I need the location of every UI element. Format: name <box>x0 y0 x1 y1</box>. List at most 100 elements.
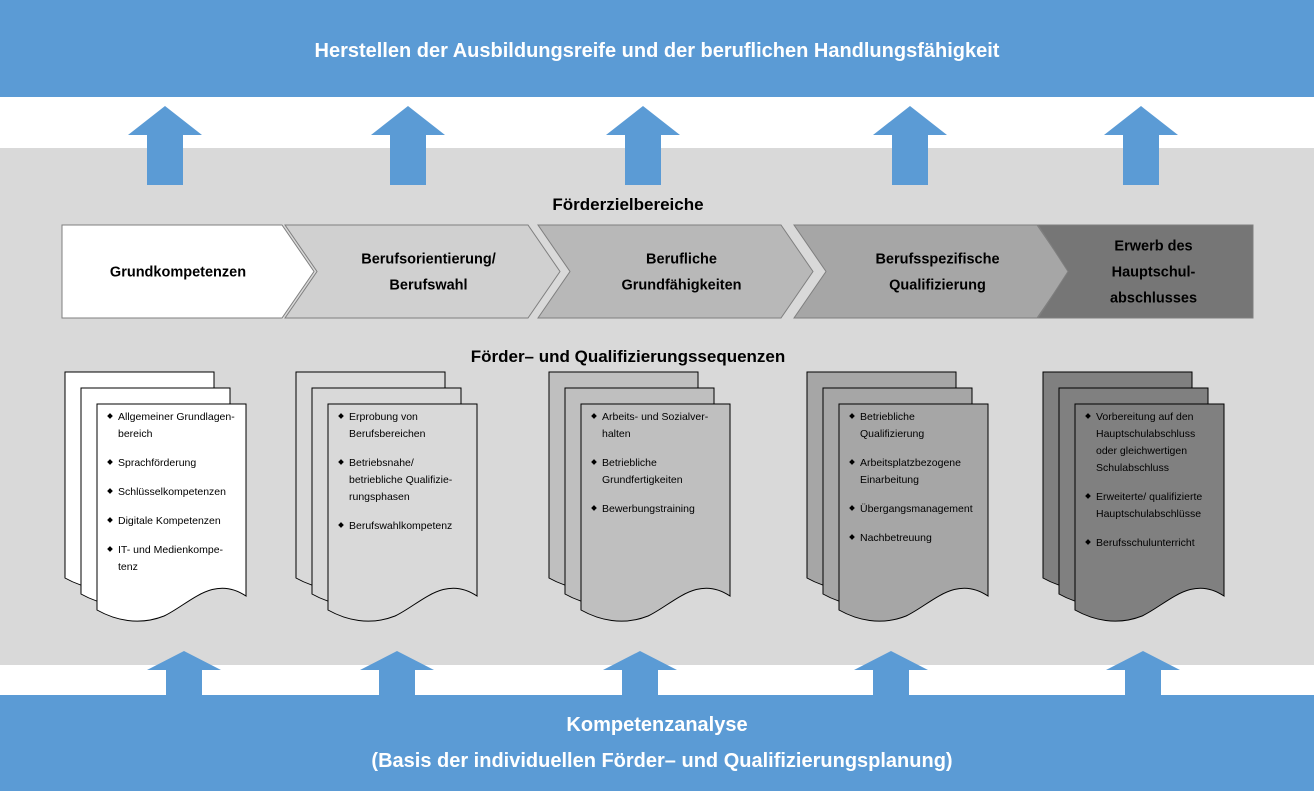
bullet-icon <box>849 534 855 540</box>
document-stack-3: Arbeits- und Sozialver-haltenBetrieblich… <box>548 371 731 622</box>
stack-item-text: Allgemeiner Grundlagen- <box>118 411 235 423</box>
chevron-shape <box>1037 224 1254 319</box>
up-arrow-top-3 <box>606 106 680 185</box>
stack-item-text: Berufswahlkompetenz <box>349 520 452 532</box>
up-arrow-top-2 <box>371 106 445 185</box>
bullet-icon <box>107 413 113 419</box>
document-sheet <box>1074 403 1225 622</box>
top-banner-text: Herstellen der Ausbildungsreife und der … <box>315 40 1000 62</box>
document-stack-2: Erprobung vonBerufsbereichenBetriebsnahe… <box>295 371 478 622</box>
chevron-shape <box>793 224 1070 319</box>
stack-item-text: Grundfertigkeiten <box>602 474 683 486</box>
document-sheet <box>580 403 731 622</box>
up-arrow-bottom-2 <box>360 651 434 700</box>
top-banner: Herstellen der Ausbildungsreife und der … <box>0 0 1314 97</box>
stack-item-text: Hauptschulabschluss <box>1096 428 1195 440</box>
up-arrow-top-4 <box>873 106 947 185</box>
bullet-icon <box>107 488 113 494</box>
stack-item-text: Berufsbereichen <box>349 428 426 440</box>
chevron-shape <box>537 224 814 319</box>
document-stack-1: Allgemeiner Grundlagen-bereichSprachförd… <box>64 371 247 622</box>
stack-item-text: Erweiterte/ qualifizierte <box>1096 491 1202 503</box>
up-arrow-bottom-5 <box>1106 651 1180 700</box>
stack-item-text: bereich <box>118 428 153 440</box>
chevron-label: Hauptschul- <box>1112 265 1196 281</box>
bullet-icon <box>338 459 344 465</box>
bullet-icon <box>107 546 113 552</box>
chevron-label: Berufliche <box>646 252 717 268</box>
chevron-label: Berufswahl <box>389 278 467 294</box>
bottom-banner-title: Kompetenzanalyse <box>566 714 747 736</box>
stack-item-text: Schulabschluss <box>1096 462 1169 474</box>
bullet-icon <box>1085 539 1091 545</box>
up-arrow-bottom-4 <box>854 651 928 700</box>
stack-item-text: betriebliche Qualifizie- <box>349 474 453 486</box>
sequences-section-title: Förder– und Qualifizierungssequenzen <box>471 347 786 366</box>
document-sheet <box>327 403 478 622</box>
chevron-shape <box>284 224 561 319</box>
stack-item-text: tenz <box>118 561 138 573</box>
bullet-icon <box>591 459 597 465</box>
stack-item-text: Vorbereitung auf den <box>1096 411 1194 423</box>
stack-item-text: Hauptschulabschlüsse <box>1096 508 1201 520</box>
chevron-label: Grundfähigkeiten <box>621 278 741 294</box>
bullet-icon <box>591 505 597 511</box>
chevron-label: Berufsorientierung/ <box>361 252 496 268</box>
goal-chevrons: Grundkompetenzen Berufsorientierung/Beruf… <box>61 224 1254 319</box>
stack-item-text: Bewerbungstraining <box>602 503 695 515</box>
stack-item-text: Einarbeitung <box>860 474 919 486</box>
bullet-icon <box>1085 493 1091 499</box>
up-arrow-top-5 <box>1104 106 1178 185</box>
chevron-label: Berufsspezifische <box>875 252 999 268</box>
stack-item-text: Übergangsmanagement <box>860 503 973 515</box>
chevron-label: abschlusses <box>1110 291 1197 307</box>
stack-item-text: Betriebliche <box>860 411 915 423</box>
chevron-label: Erwerb des <box>1114 239 1192 255</box>
bullet-icon <box>107 459 113 465</box>
stack-item-text: Digitale Kompetenzen <box>118 515 221 527</box>
bullet-icon <box>849 459 855 465</box>
goals-section-title: Förderzielbereiche <box>552 195 703 214</box>
up-arrow-bottom-3 <box>603 651 677 700</box>
chevron-shape <box>61 224 315 319</box>
bottom-banner-subtitle: (Basis der individuellen Förder– und Qua… <box>371 750 952 772</box>
up-arrow-bottom-1 <box>147 651 221 700</box>
stack-item-text: Betriebsnahe/ <box>349 457 414 469</box>
bullet-icon <box>849 505 855 511</box>
document-sheet <box>96 403 247 622</box>
stack-item-text: IT- und Medienkompe- <box>118 544 224 556</box>
bullet-icon <box>1085 413 1091 419</box>
stack-item-text: Berufsschulunterricht <box>1096 537 1195 549</box>
chevron-label: Qualifizierung <box>889 278 986 294</box>
chevron-1: Grundkompetenzen <box>61 224 315 319</box>
up-arrows <box>128 106 1180 700</box>
document-stack-4: BetrieblicheQualifizierungArbeitsplatzbe… <box>806 371 989 622</box>
document-sheet <box>838 403 989 622</box>
stack-item-text: rungsphasen <box>349 491 410 503</box>
stack-item-text: oder gleichwertigen <box>1096 445 1187 457</box>
stack-item-text: halten <box>602 428 631 440</box>
stack-item-text: Arbeits- und Sozialver- <box>602 411 709 423</box>
bullet-icon <box>849 413 855 419</box>
chevron-label: Grundkompetenzen <box>110 265 246 281</box>
stack-item-text: Betriebliche <box>602 457 657 469</box>
chevron-2: Berufsorientierung/Berufswahl <box>284 224 561 319</box>
stack-item-text: Schlüsselkompetenzen <box>118 486 226 498</box>
up-arrow-top-1 <box>128 106 202 185</box>
bottom-banner: Kompetenzanalyse (Basis der individuelle… <box>0 695 1314 791</box>
stack-item-text: Sprachförderung <box>118 457 196 469</box>
document-stacks: Allgemeiner Grundlagen-bereichSprachförd… <box>64 371 1225 622</box>
bullet-icon <box>338 522 344 528</box>
stack-item-text: Erprobung von <box>349 411 418 423</box>
bullet-icon <box>591 413 597 419</box>
stack-item-text: Arbeitsplatzbezogene <box>860 457 961 469</box>
bullet-icon <box>107 517 113 523</box>
bullet-icon <box>338 413 344 419</box>
stack-item-text: Qualifizierung <box>860 428 924 440</box>
stack-item-text: Nachbetreuung <box>860 532 932 544</box>
